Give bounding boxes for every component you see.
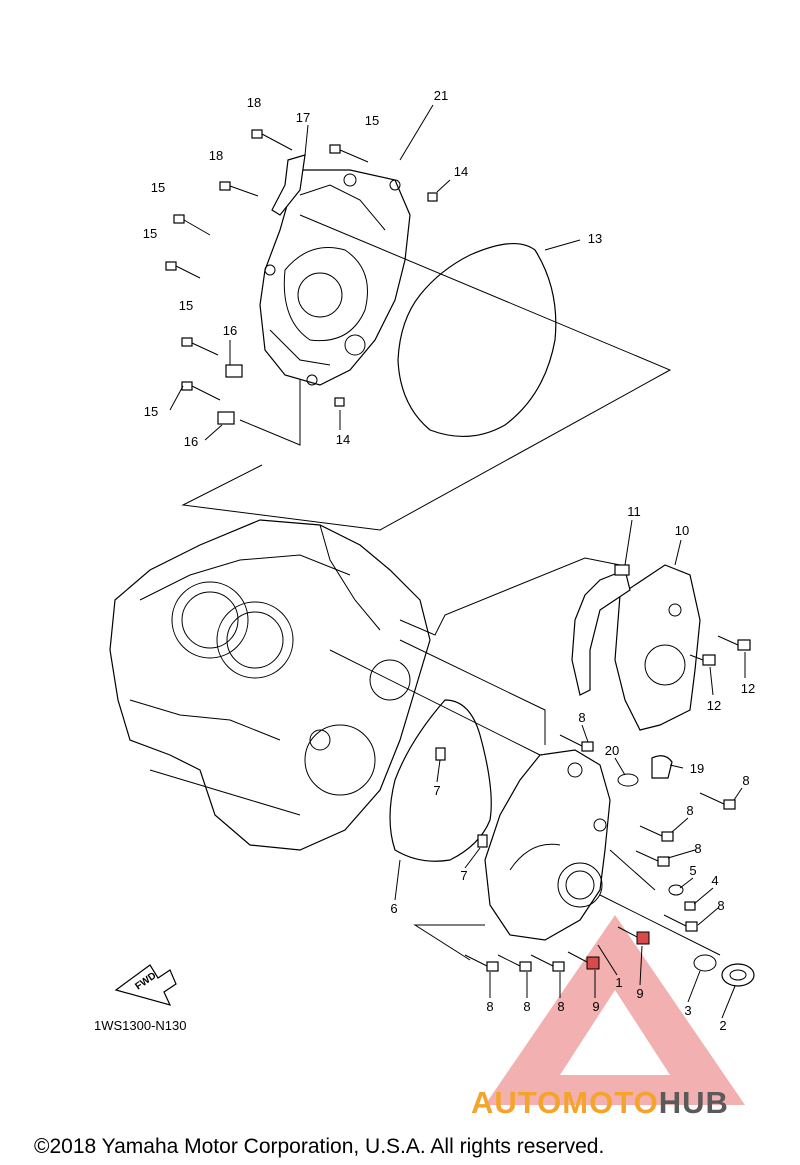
cover-plug-2: [721, 963, 755, 987]
washer-5: [668, 884, 684, 896]
diagram-code: 1WS1300-N130: [94, 1018, 187, 1033]
o-ring-20: [617, 773, 639, 787]
callout-8: 8: [717, 898, 724, 913]
callout-1: 1: [615, 975, 622, 990]
watermark-auto: AUTO: [471, 1085, 562, 1120]
watermark-triangle: [485, 915, 745, 1105]
sprocket-bolts-12: [689, 635, 751, 666]
callout-18: 18: [209, 148, 223, 163]
lower-bolts-8: [464, 734, 736, 972]
callout-3: 3: [684, 1003, 691, 1018]
watermark-text: AUTOMOTOHUB: [471, 1085, 729, 1120]
callout-9: 9: [592, 999, 599, 1014]
oil-plug-19: [651, 755, 673, 779]
callout-10: 10: [675, 523, 689, 538]
o-ring-3: [693, 954, 717, 972]
chain-guide-11: [571, 564, 631, 696]
callout-5: 5: [689, 863, 696, 878]
callout-8: 8: [486, 999, 493, 1014]
generator-cover: [484, 749, 611, 941]
callout-15: 15: [151, 180, 165, 195]
callout-9: 9: [636, 986, 643, 1001]
lower-leader-lines: [329, 639, 743, 1019]
callout-numbers: 18 17 15 21 18 14 15 13 15 15 16 15 14 1…: [143, 88, 755, 1033]
callout-15: 15: [144, 404, 158, 419]
upper-leader-lines: [169, 104, 672, 531]
callout-8: 8: [557, 999, 564, 1014]
callout-14: 14: [454, 164, 468, 179]
callout-7: 7: [460, 868, 467, 883]
callout-14: 14: [336, 432, 350, 447]
callout-8: 8: [694, 841, 701, 856]
callout-20: 20: [605, 743, 619, 758]
callout-4: 4: [711, 873, 718, 888]
forward-arrow-icon: FWD: [114, 964, 177, 1006]
callout-15: 15: [143, 226, 157, 241]
crankcase-cover-upper: [259, 169, 411, 386]
callout-8: 8: [578, 710, 585, 725]
callout-15: 15: [179, 298, 193, 313]
callout-12: 12: [741, 681, 755, 696]
watermark-moto: MOTO: [562, 1085, 658, 1120]
bolt-4: [684, 901, 696, 911]
callout-13: 13: [588, 231, 602, 246]
callout-2: 2: [719, 1018, 726, 1033]
callout-6: 6: [390, 901, 397, 916]
callout-11: 11: [627, 504, 641, 519]
sprocket-cover-10: [614, 564, 701, 731]
dowel-pins-7: [435, 747, 488, 848]
callout-17: 17: [296, 110, 310, 125]
callout-8: 8: [686, 803, 693, 818]
callout-18: 18: [247, 95, 261, 110]
callout-19: 19: [690, 761, 704, 776]
callout-8: 8: [523, 999, 530, 1014]
callout-8: 8: [742, 773, 749, 788]
copyright-text: ©2018 Yamaha Motor Corporation, U.S.A. A…: [34, 1135, 604, 1158]
callout-16: 16: [184, 434, 198, 449]
cover-gasket-13: [397, 242, 557, 438]
callout-12: 12: [707, 698, 721, 713]
plugs-9: [567, 926, 650, 970]
callout-21: 21: [434, 88, 448, 103]
upper-bolts: [165, 129, 438, 425]
crankcase: [109, 519, 431, 851]
watermark-hub: HUB: [659, 1085, 729, 1120]
callout-16: 16: [223, 323, 237, 338]
callout-15: 15: [365, 113, 379, 128]
right-upper-leader-lines: [399, 519, 746, 696]
cover-gasket-6: [389, 699, 492, 862]
callout-7: 7: [433, 783, 440, 798]
watermark-logo: AUTOMOTOHUB: [471, 1085, 729, 1120]
